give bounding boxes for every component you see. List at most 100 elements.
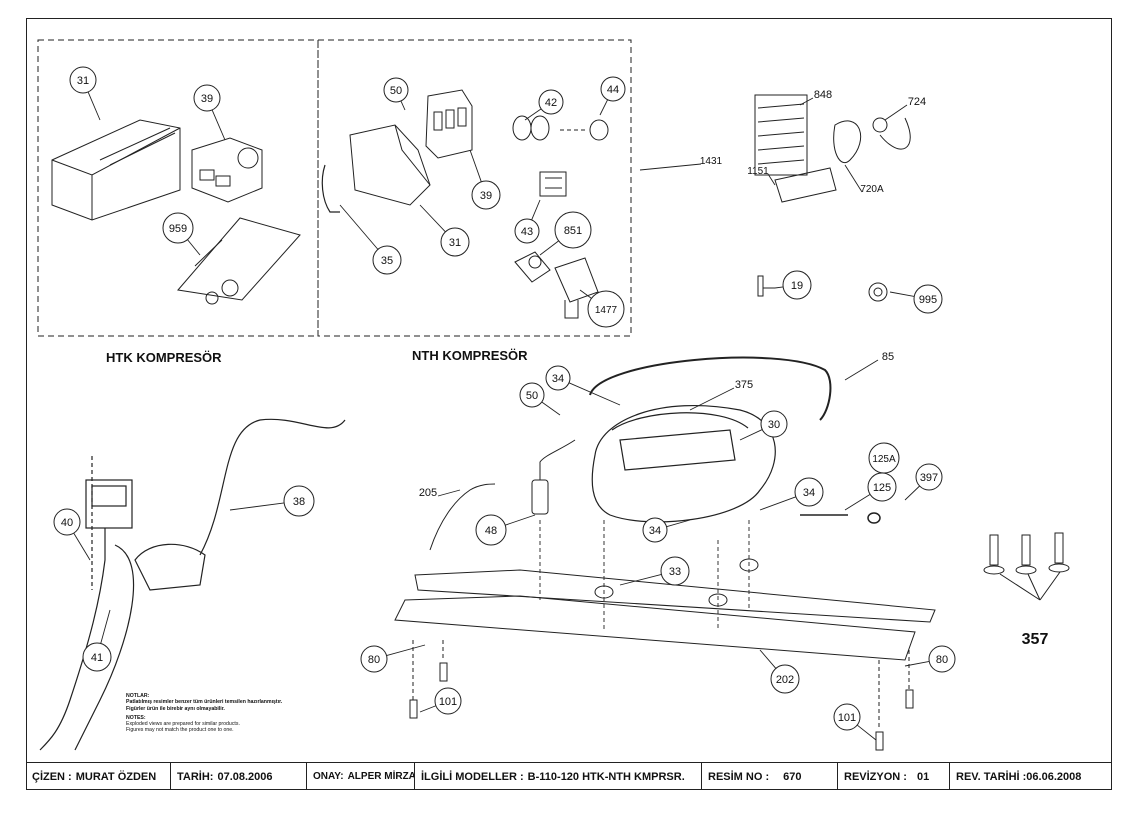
callout-leader <box>844 359 879 381</box>
callout-number: 19 <box>791 280 803 292</box>
callout-circle <box>360 645 388 673</box>
callout-number: 724 <box>908 96 926 108</box>
callout-leader <box>884 104 908 121</box>
callout-number: 35 <box>381 255 393 267</box>
onay-value: ALPER MİRZA <box>347 771 415 782</box>
callout-leader <box>229 502 285 511</box>
callout-33: 33 <box>619 556 690 586</box>
callout-leader <box>419 705 437 713</box>
callout-leader <box>774 286 784 289</box>
callout-number: 375 <box>735 379 753 391</box>
callout-number: 125 <box>873 482 891 494</box>
title-block: ÇİZEN : MURAT ÖZDEN TARİH: 07.08.2006 ON… <box>26 762 1112 790</box>
callout-50: 50 <box>383 77 409 111</box>
callout-number: 50 <box>526 390 538 402</box>
callout-50: 50 <box>519 382 561 416</box>
modeller-value: B-110-120 HTK-NTH KMPRSR. <box>527 770 685 783</box>
callout-125: 125 <box>844 472 897 511</box>
callout-205: 205 <box>419 487 461 499</box>
callout-851: 851 <box>539 211 592 256</box>
callout-leader <box>568 382 621 406</box>
callout-42: 42 <box>524 89 564 121</box>
callout-leader <box>767 173 776 186</box>
callout-959: 959 <box>162 212 201 256</box>
callout-number: 125A <box>872 454 896 465</box>
callout-leader <box>539 240 559 256</box>
callout-leader <box>739 429 763 441</box>
callout-31: 31 <box>69 66 101 121</box>
revtarih-label: REV. TARİHİ : <box>956 770 1027 783</box>
nth-cover-part <box>349 124 431 206</box>
callout-leader <box>531 199 541 221</box>
callout-leader <box>666 519 691 528</box>
notes-en-line2: Figures may not match the product one to… <box>126 727 234 734</box>
callout-number: 101 <box>439 696 457 708</box>
callout-leader <box>187 239 201 256</box>
callout-101: 101 <box>419 687 462 715</box>
callout-leader <box>419 204 446 233</box>
callout-circle <box>69 66 97 94</box>
callout-leader <box>844 164 863 193</box>
callout-circle <box>867 472 897 502</box>
callout-38: 38 <box>229 485 315 517</box>
callout-85: 85 <box>844 351 894 381</box>
callout-leader <box>541 401 561 416</box>
nth-group-box <box>317 39 632 337</box>
callout-number: 31 <box>449 237 461 249</box>
callout-leader <box>339 204 379 250</box>
callout-101: 101 <box>833 703 877 741</box>
callout-circle <box>915 463 943 491</box>
htk-group-box <box>37 39 319 337</box>
callout-leader <box>524 108 542 121</box>
callout-leader <box>759 496 797 511</box>
callout-125A: 125A <box>868 442 900 475</box>
base-plate <box>394 569 936 661</box>
callout-number: 41 <box>91 652 103 664</box>
bolts-101 <box>409 640 914 751</box>
callout-19: 19 <box>774 270 812 300</box>
nth-ptc-part <box>514 251 599 319</box>
callout-848: 848 <box>799 89 832 106</box>
htk-bracket-part <box>177 217 301 305</box>
callout-leader <box>889 291 915 297</box>
title-modeller: İLGİLİ MODELLER : B-110-120 HTK-NTH KMPR… <box>415 763 702 790</box>
callout-48: 48 <box>475 514 536 546</box>
callout-1477: 1477 <box>579 289 625 328</box>
revizyon-label: REVİZYON : <box>844 770 907 783</box>
callout-leader <box>689 387 735 411</box>
callout-number: 1477 <box>595 305 618 316</box>
callout-leader <box>73 532 91 561</box>
callout-leader <box>400 100 406 111</box>
callout-number: 48 <box>485 525 497 537</box>
fan-motor-assembly <box>754 94 911 203</box>
callout-circle <box>372 245 402 275</box>
callout-circle <box>928 645 956 673</box>
wire-205 <box>429 483 496 551</box>
notes-tr-line1: Patlatılmış resimler benzer tüm ürünleri… <box>126 699 283 706</box>
title-cizen: ÇİZEN : MURAT ÖZDEN <box>26 763 171 790</box>
notes-block: NOTLAR: Patlatılmış resimler benzer tüm … <box>126 693 282 734</box>
callout-34: 34 <box>759 477 824 511</box>
callout-number: 995 <box>919 294 937 306</box>
callout-720A: 720A <box>844 164 884 195</box>
callout-leader <box>844 494 871 511</box>
callout-leader <box>437 489 461 497</box>
notes-en-heading: NOTES: <box>126 714 146 721</box>
callout-number: 720A <box>860 184 884 195</box>
callout-39: 39 <box>469 149 501 210</box>
callout-leader <box>619 574 662 586</box>
title-revizyon: REVİZYON : 01 <box>838 763 950 790</box>
callout-357: 357 <box>1022 631 1049 648</box>
callout-35: 35 <box>339 204 402 275</box>
htk-relay-part <box>191 137 263 203</box>
callout-number: 31 <box>77 75 89 87</box>
grommet-small-part <box>868 282 888 302</box>
callout-circle <box>642 517 668 543</box>
callout-43: 43 <box>514 199 541 244</box>
callout-995: 995 <box>889 284 943 314</box>
callout-44: 44 <box>599 76 626 116</box>
nth-protector-part <box>539 171 567 197</box>
callout-number: 80 <box>936 654 948 666</box>
callout-30: 30 <box>739 410 788 441</box>
callout-circle <box>82 642 112 672</box>
